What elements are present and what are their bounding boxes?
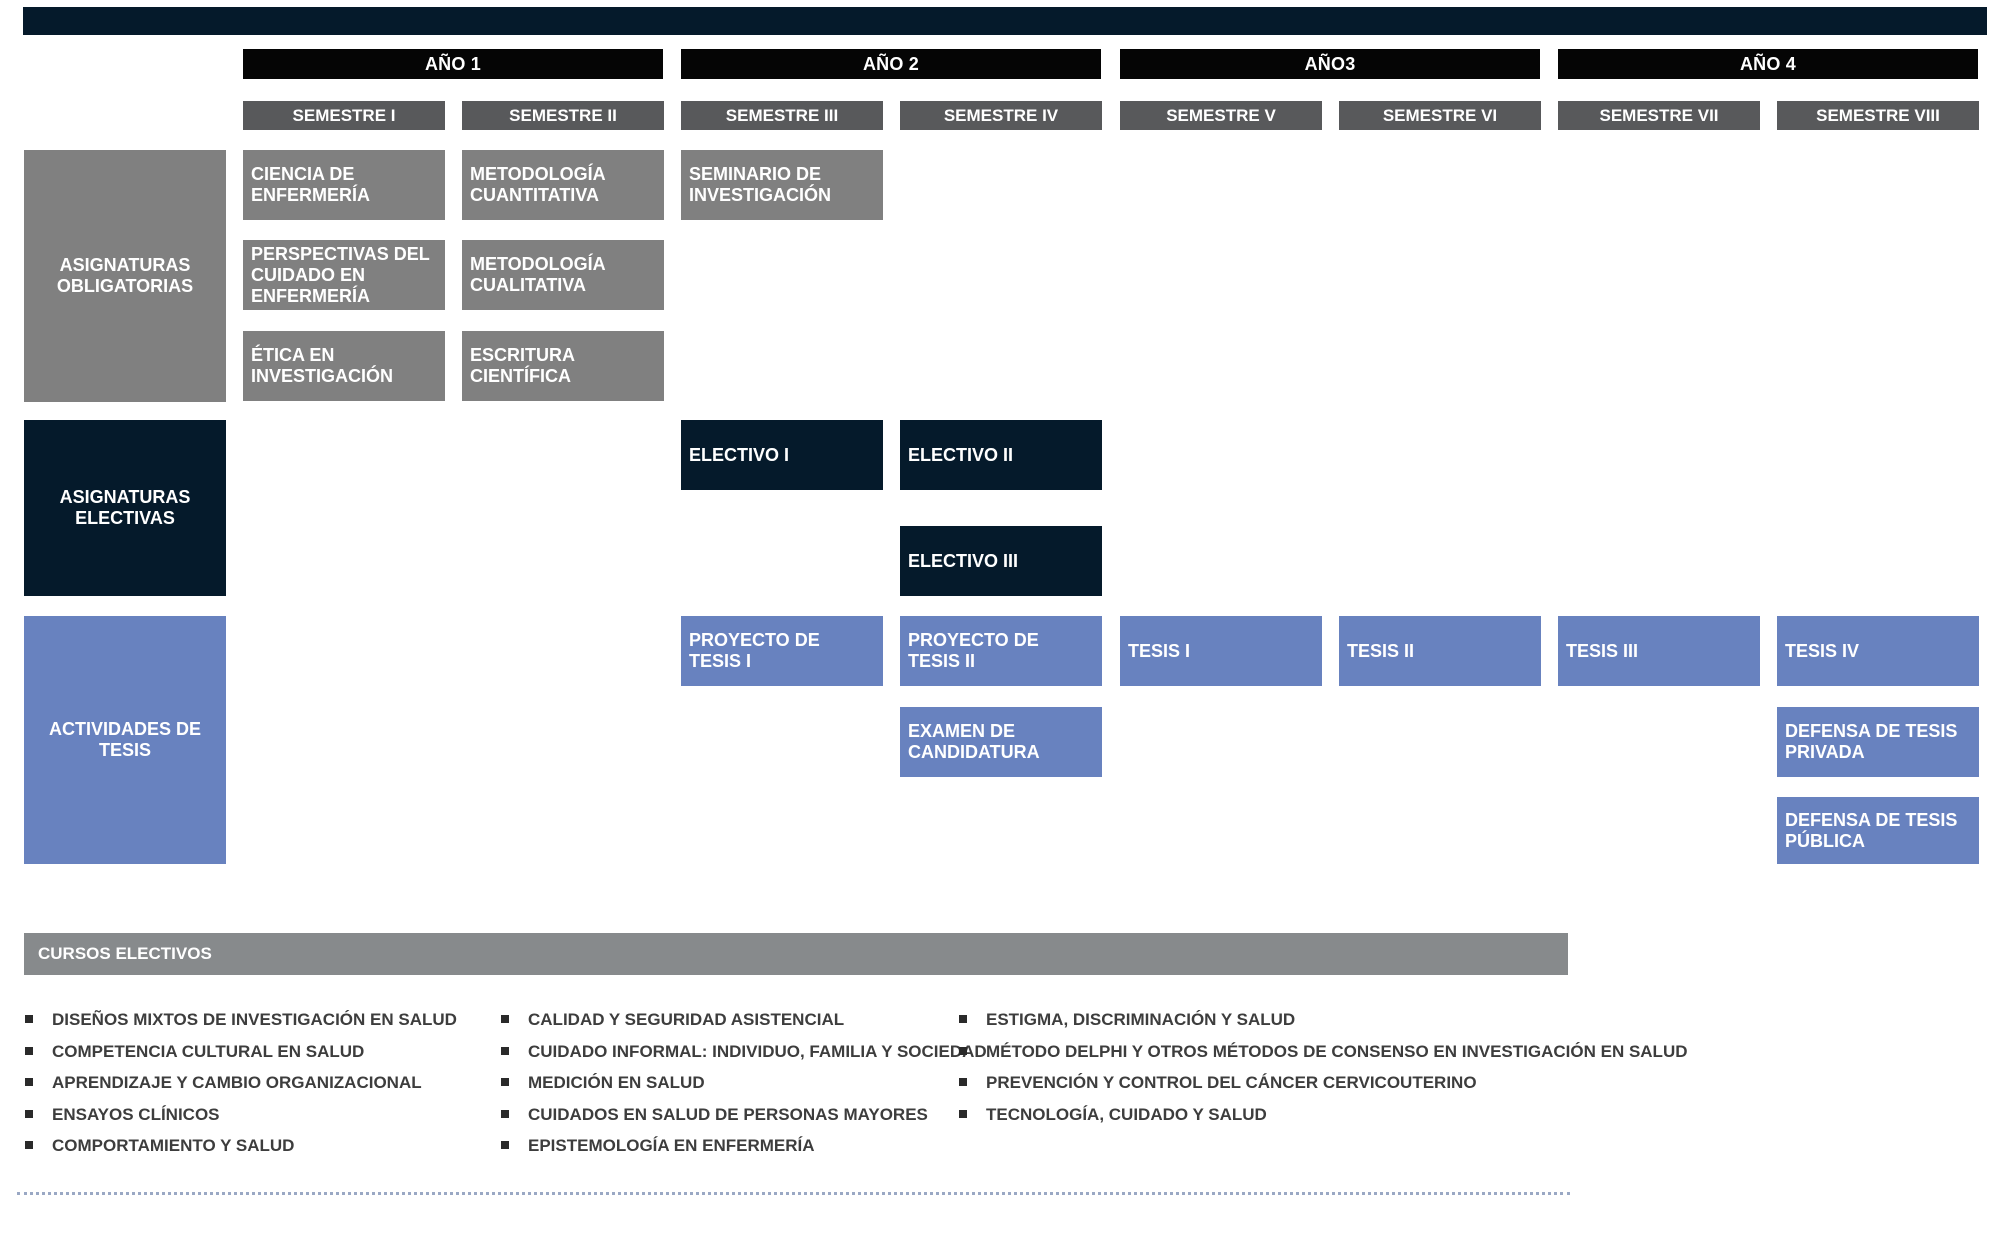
course-tesis-3: TESIS III: [1558, 616, 1760, 686]
square-bullet-icon: [501, 1078, 509, 1086]
course-perspectivas-cuidado: PERSPECTIVAS DEL CUIDADO EN ENFERMERÍA: [243, 240, 445, 310]
semester-header-5: SEMESTRE V: [1120, 101, 1322, 130]
semester-header-4: SEMESTRE IV: [900, 101, 1102, 130]
list-item: PREVENCIÓN Y CONTROL DEL CÁNCER CERVICOU…: [958, 1067, 1658, 1099]
year-header-1: AÑO 1: [243, 49, 663, 79]
course-electivo-3: ELECTIVO III: [900, 526, 1102, 596]
course-tesis-2: TESIS II: [1339, 616, 1541, 686]
square-bullet-icon: [501, 1109, 509, 1118]
square-bullet-icon: [25, 1015, 33, 1023]
semester-header-1: SEMESTRE I: [243, 101, 445, 130]
semester-header-8: SEMESTRE VIII: [1777, 101, 1979, 130]
list-item: ESTIGMA, DISCRIMINACIÓN Y SALUD: [958, 1004, 1658, 1036]
list-item: TECNOLOGÍA, CUIDADO Y SALUD: [958, 1099, 1658, 1131]
course-metodologia-cuantitativa: METODOLOGÍA CUANTITATIVA: [462, 150, 664, 220]
list-item: MEDICIÓN EN SALUD: [500, 1067, 950, 1099]
list-item: APRENDIZAJE Y CAMBIO ORGANIZACIONAL: [24, 1067, 474, 1099]
course-defensa-privada: DEFENSA DE TESIS PRIVADA: [1777, 707, 1979, 777]
list-item: COMPETENCIA CULTURAL EN SALUD: [24, 1036, 474, 1068]
list-item: ENSAYOS CLÍNICOS: [24, 1099, 474, 1131]
square-bullet-icon: [501, 1141, 509, 1149]
row-label-electivas: ASIGNATURAS ELECTIVAS: [24, 420, 226, 596]
square-bullet-icon: [25, 1109, 33, 1118]
top-banner: [23, 7, 1987, 35]
course-electivo-1: ELECTIVO I: [681, 420, 883, 490]
course-escritura-cientifica: ESCRITURA CIENTÍFICA: [462, 331, 664, 401]
dotted-separator: [17, 1192, 1570, 1195]
course-etica-investigacion: ÉTICA EN INVESTIGACIÓN: [243, 331, 445, 401]
cursos-list-col2: CALIDAD Y SEGURIDAD ASISTENCIAL CUIDADO …: [500, 1004, 987, 1162]
square-bullet-icon: [501, 1015, 509, 1023]
course-seminario-investigacion: SEMINARIO DE INVESTIGACIÓN: [681, 150, 883, 220]
course-electivo-2: ELECTIVO II: [900, 420, 1102, 490]
square-bullet-icon: [25, 1046, 33, 1055]
cursos-list-col3: ESTIGMA, DISCRIMINACIÓN Y SALUD MÉTODO D…: [958, 1004, 1688, 1131]
year-header-2: AÑO 2: [681, 49, 1101, 79]
course-proyecto-tesis-2: PROYECTO DE TESIS II: [900, 616, 1102, 686]
year-header-4: AÑO 4: [1558, 49, 1978, 79]
semester-header-7: SEMESTRE VII: [1558, 101, 1760, 130]
list-item: CUIDADOS EN SALUD DE PERSONAS MAYORES: [500, 1099, 950, 1131]
list-item: MÉTODO DELPHI Y OTROS MÉTODOS DE CONSENS…: [958, 1036, 1688, 1068]
square-bullet-icon: [959, 1078, 967, 1086]
list-item: CUIDADO INFORMAL: INDIVIDUO, FAMILIA Y S…: [500, 1036, 987, 1068]
cursos-electivos-header: CURSOS ELECTIVOS: [24, 933, 1568, 975]
square-bullet-icon: [959, 1015, 967, 1023]
row-label-tesis: ACTIVIDADES DE TESIS: [24, 616, 226, 864]
course-tesis-4: TESIS IV: [1777, 616, 1979, 686]
semester-header-6: SEMESTRE VI: [1339, 101, 1541, 130]
cursos-list-col1: DISEÑOS MIXTOS DE INVESTIGACIÓN EN SALUD…: [24, 1004, 474, 1162]
course-ciencia-enfermeria: CIENCIA DE ENFERMERÍA: [243, 150, 445, 220]
semester-header-3: SEMESTRE III: [681, 101, 883, 130]
square-bullet-icon: [959, 1109, 967, 1118]
square-bullet-icon: [959, 1046, 967, 1055]
course-metodologia-cualitativa: METODOLOGÍA CUALITATIVA: [462, 240, 664, 310]
list-item: COMPORTAMIENTO Y SALUD: [24, 1130, 474, 1162]
square-bullet-icon: [501, 1046, 509, 1055]
list-item: CALIDAD Y SEGURIDAD ASISTENCIAL: [500, 1004, 950, 1036]
square-bullet-icon: [25, 1141, 33, 1149]
list-item: DISEÑOS MIXTOS DE INVESTIGACIÓN EN SALUD: [24, 1004, 474, 1036]
semester-header-2: SEMESTRE II: [462, 101, 664, 130]
square-bullet-icon: [25, 1078, 33, 1086]
course-defensa-publica: DEFENSA DE TESIS PÚBLICA: [1777, 797, 1979, 864]
course-proyecto-tesis-1: PROYECTO DE TESIS I: [681, 616, 883, 686]
year-header-3: AÑO3: [1120, 49, 1540, 79]
list-item: EPISTEMOLOGÍA EN ENFERMERÍA: [500, 1130, 950, 1162]
course-tesis-1: TESIS I: [1120, 616, 1322, 686]
row-label-obligatorias: ASIGNATURAS OBLIGATORIAS: [24, 150, 226, 402]
course-examen-candidatura: EXAMEN DE CANDIDATURA: [900, 707, 1102, 777]
